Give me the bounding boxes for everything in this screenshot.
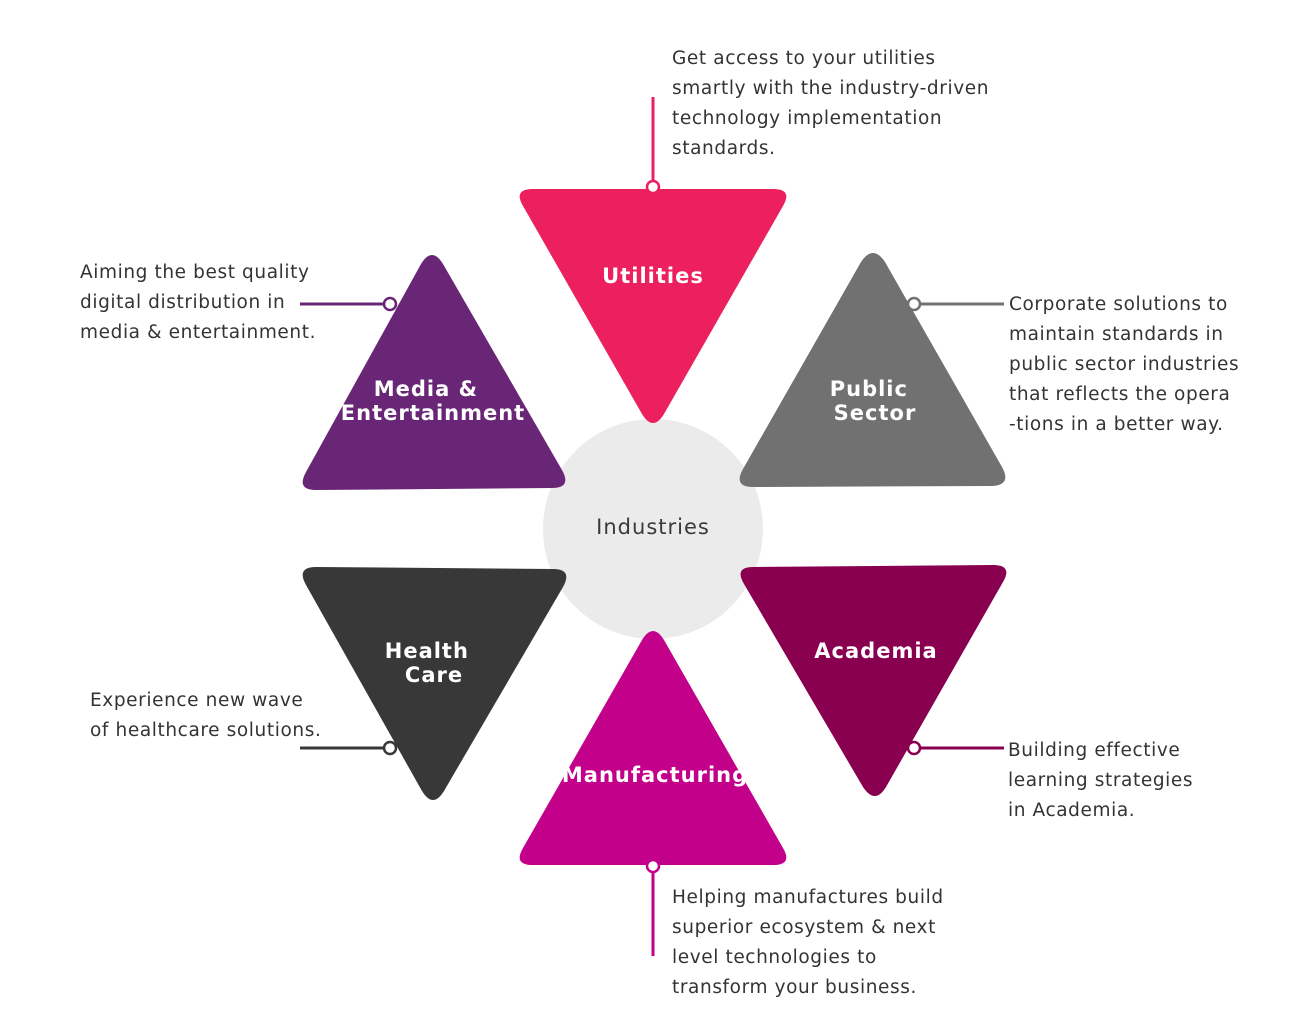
media-entertainment-label-line: Entertainment xyxy=(341,401,525,425)
public-sector-description: Corporate solutions to maintain standard… xyxy=(1009,290,1239,440)
health-care-label-line: Health xyxy=(385,639,469,663)
health-care-label-line: Care xyxy=(405,663,463,687)
utilities-label: Utilities xyxy=(602,264,704,288)
public-sector-connector-dot xyxy=(906,296,922,312)
description-line: maintain standards in xyxy=(1009,324,1224,345)
manufacturing-connector-dot xyxy=(645,858,661,874)
center-circle xyxy=(543,419,763,639)
description-line: smartly with the industry-driven xyxy=(672,78,990,99)
description-line: standards. xyxy=(672,138,776,159)
description-line: technology implementation xyxy=(672,108,943,129)
manufacturing-description: Helping manufactures build superior ecos… xyxy=(672,883,944,1003)
academia-connector-dot xyxy=(906,740,922,756)
media-entertainment-label: Media & Entertainment xyxy=(341,377,525,425)
utilities-label-line: Utilities xyxy=(602,264,704,288)
description-line: Corporate solutions to xyxy=(1009,294,1228,315)
center-label: Industries xyxy=(596,515,710,539)
academia-triangle xyxy=(740,565,1007,796)
media-entertainment-triangle xyxy=(302,255,566,490)
description-line: digital distribution in xyxy=(80,292,286,313)
description-line: Experience new wave xyxy=(90,690,304,711)
health-care-connector-dot xyxy=(382,740,398,756)
health-care-description: Experience new wave of healthcare soluti… xyxy=(90,686,321,746)
description-line: in Academia. xyxy=(1008,800,1136,821)
public-sector-label: Public Sector xyxy=(830,377,917,425)
description-line: media & entertainment. xyxy=(80,322,317,343)
description-line: Building effective xyxy=(1008,740,1181,761)
academia-label: Academia xyxy=(814,639,937,663)
academia-label-line: Academia xyxy=(814,639,937,663)
public-sector-label-line: Sector xyxy=(834,401,917,425)
utilities-connector-dot xyxy=(645,179,661,195)
health-care-label: Health Care xyxy=(385,639,478,687)
description-line: learning strategies xyxy=(1008,770,1194,791)
utilities-description: Get access to your utilities smartly wit… xyxy=(672,44,989,164)
manufacturing-triangle xyxy=(519,631,787,865)
manufacturing-label: Manufacturing xyxy=(562,763,748,787)
academia-description: Building effective learning strategies i… xyxy=(1008,736,1193,826)
description-line: Get access to your utilities xyxy=(672,48,936,69)
description-line: of healthcare solutions. xyxy=(90,720,322,741)
description-line: level technologies to xyxy=(672,947,877,968)
media-entertainment-label-line: Media & xyxy=(374,377,478,401)
description-line: Aiming the best quality xyxy=(80,262,310,283)
description-line: public sector industries xyxy=(1009,354,1240,375)
media-entertainment-description: Aiming the best quality digital distribu… xyxy=(80,258,316,348)
health-care-triangle xyxy=(302,567,567,800)
manufacturing-label-line: Manufacturing xyxy=(562,763,748,787)
description-line: that reflects the opera xyxy=(1009,384,1231,405)
utilities-triangle xyxy=(519,189,787,423)
description-line: Helping manufactures build xyxy=(672,887,944,908)
public-sector-triangle xyxy=(739,253,1006,487)
media-entertainment-connector-dot xyxy=(382,296,398,312)
description-line: transform your business. xyxy=(672,977,917,998)
public-sector-label-line: Public xyxy=(830,377,908,401)
description-line: -tions in a better way. xyxy=(1009,414,1224,435)
description-line: superior ecosystem & next xyxy=(672,917,936,938)
